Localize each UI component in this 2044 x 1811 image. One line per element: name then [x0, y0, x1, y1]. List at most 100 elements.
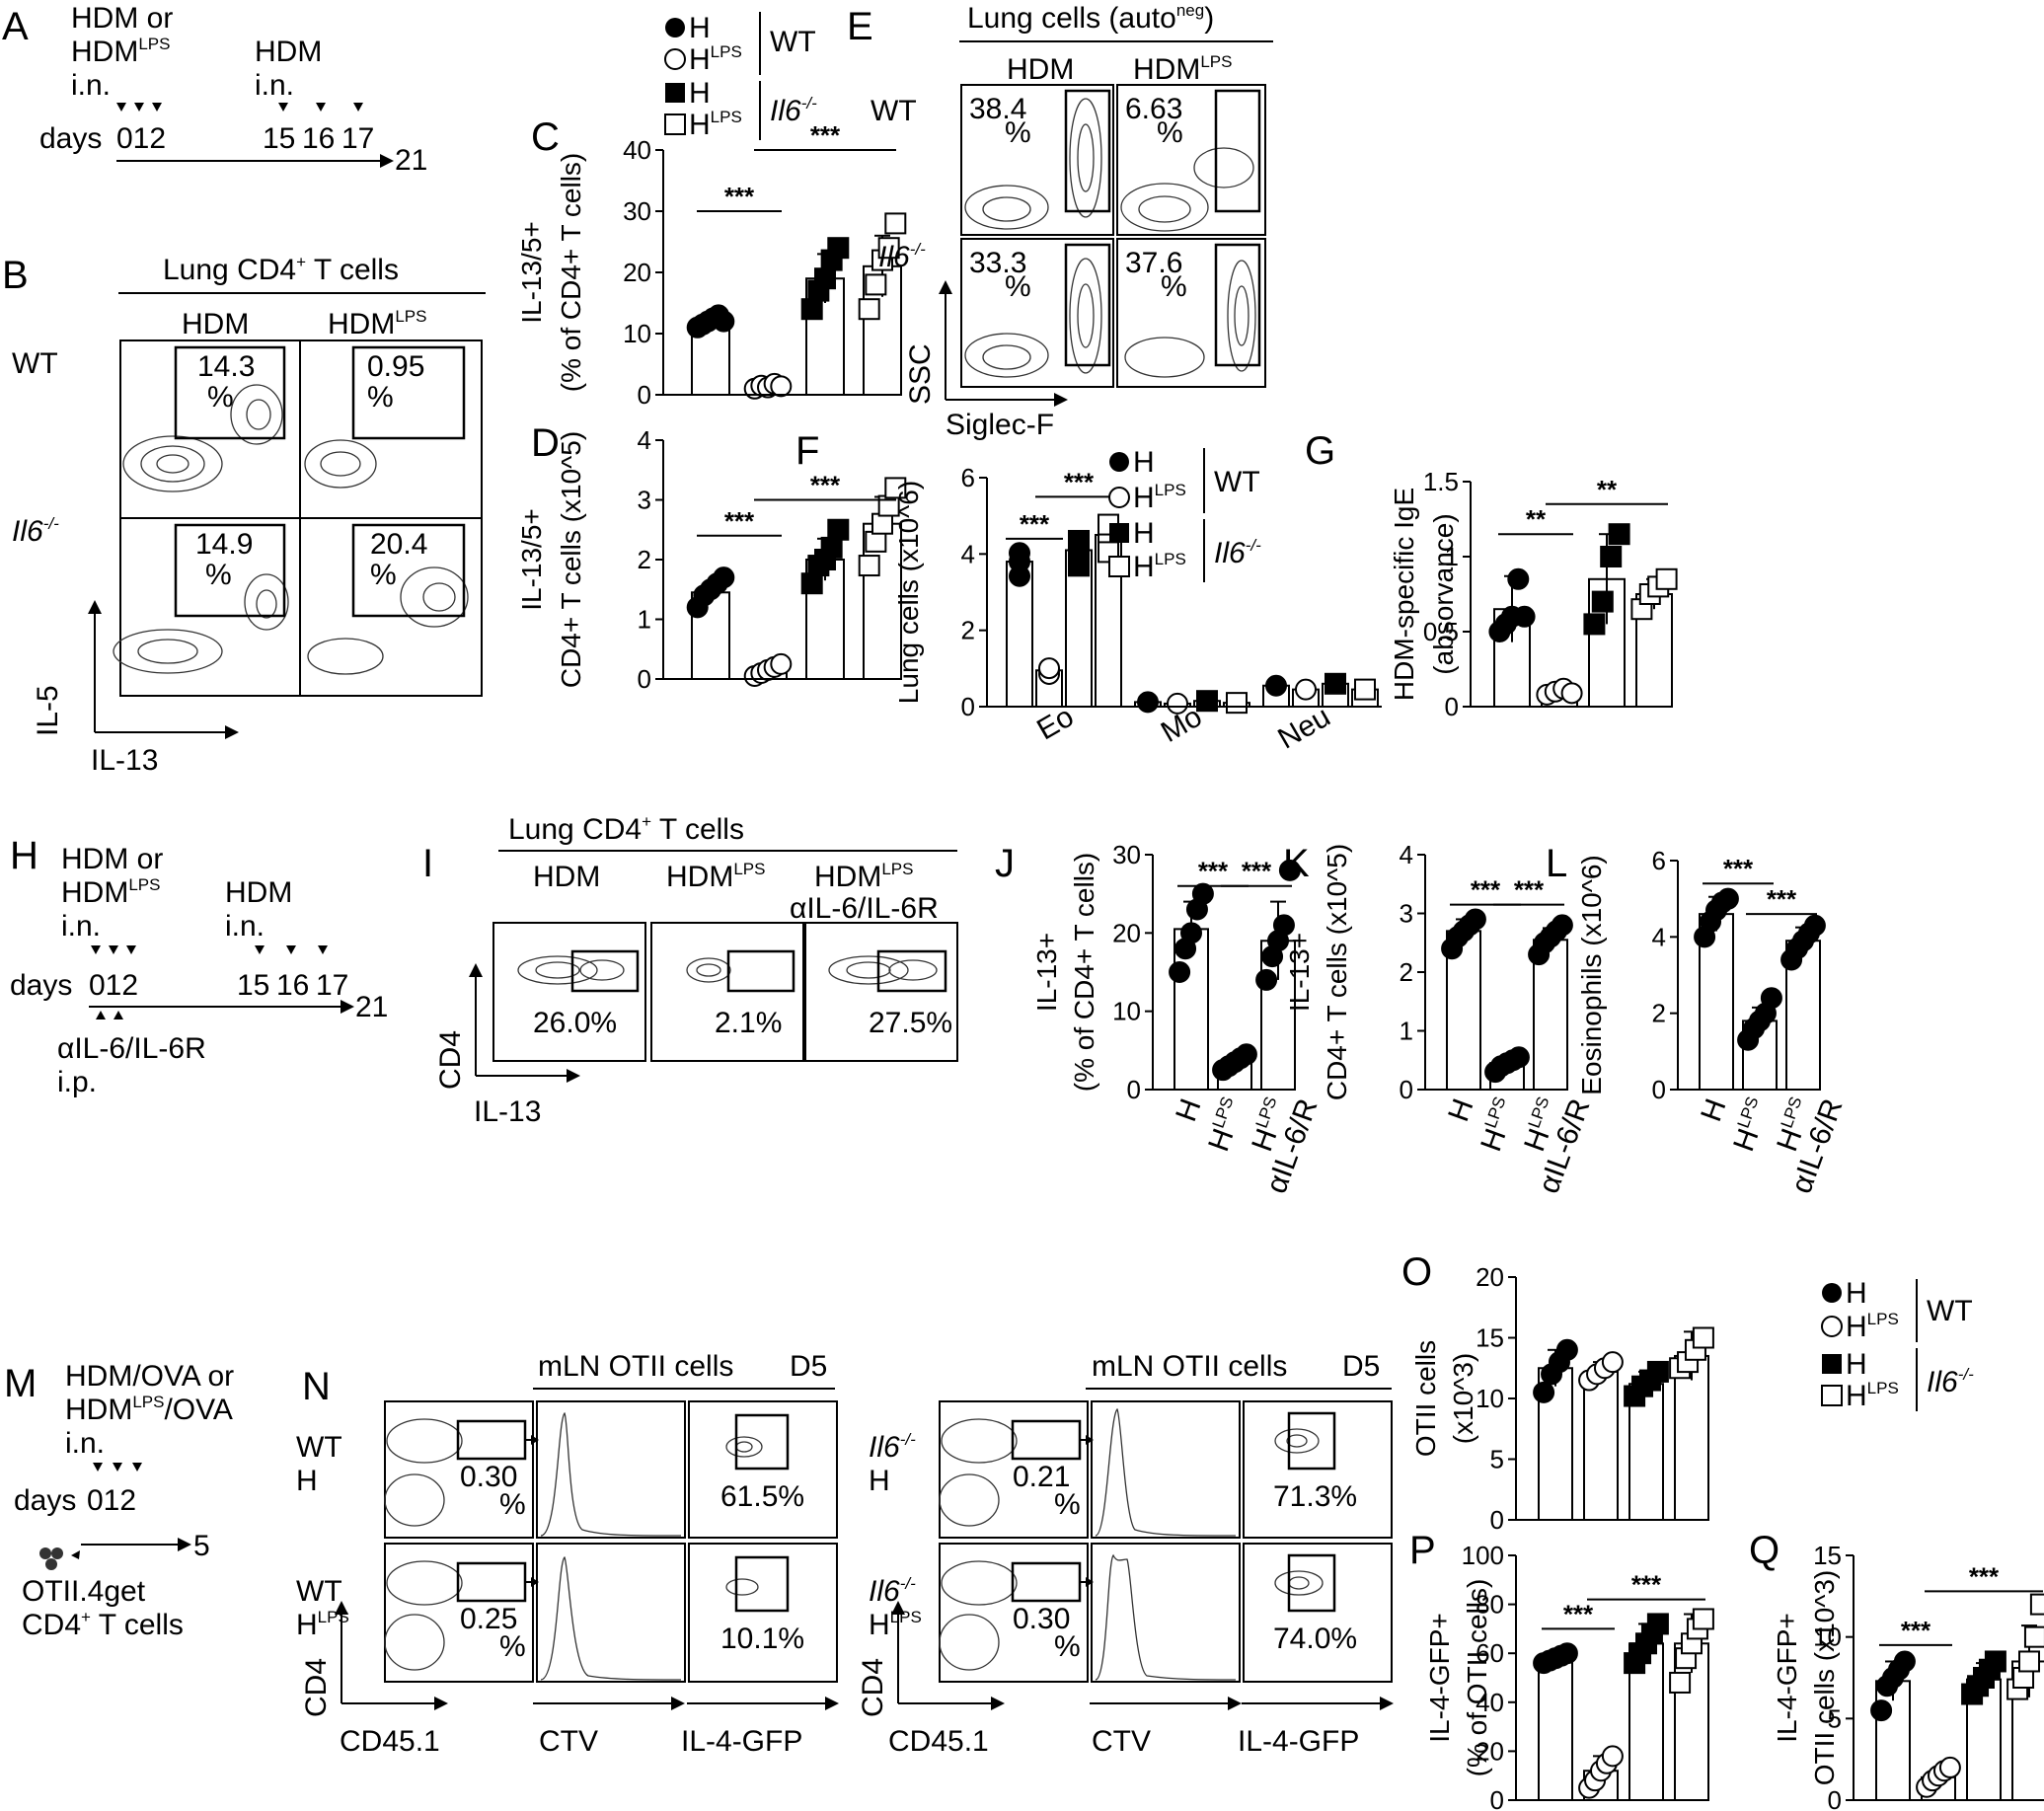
legend-f-hlps-ko: HLPS — [1133, 550, 1186, 583]
scheme-h-route1: i.n. — [61, 910, 101, 943]
flow-e-gate-pct-il6-hdmlps: % — [1161, 270, 1187, 303]
flow-n-left-xlabel-cd45: CD45.1 — [340, 1725, 440, 1758]
panel-letter-c: C — [531, 115, 560, 159]
chart-d-point — [884, 477, 907, 499]
flow-e-xarrowhead — [1054, 393, 1068, 407]
panel-letter-p: P — [1409, 1529, 1436, 1572]
chart-d-ytick-label: 1 — [638, 605, 651, 635]
legend-top-h-wt: H — [689, 12, 711, 44]
chart-p-ylabel-0: IL-4-GFP+ — [1424, 1613, 1455, 1742]
chart-p-sig-stars: *** — [1631, 1570, 1662, 1600]
legend-o-il6ko: Il6-/- — [1927, 1365, 1974, 1398]
chart-g-ytick-label: 0.5 — [1423, 617, 1459, 646]
chart-g-ylabel-0: HDM-specific IgE — [1389, 488, 1419, 701]
panel-m-scheme: M HDM/OVA or HDMLPS/OVA i.n. days 012 5 … — [4, 1360, 234, 1641]
chart-c-ytick-label: 40 — [623, 135, 651, 165]
cell-cluster-icon — [39, 1547, 63, 1570]
legend-o-hlps-wt-marker — [1821, 1316, 1843, 1337]
flow-n-left-plot-r1-cd45 — [384, 1400, 534, 1539]
scheme-m-days-012: 012 — [87, 1484, 136, 1517]
chart-l-ytick-label: 4 — [1652, 922, 1666, 951]
chart-q-sig-stars: *** — [1969, 1561, 2000, 1591]
flow-i-col-hdmlps: HDMLPS — [666, 860, 765, 893]
flow-n-left-gfp-arrowhead — [825, 1697, 839, 1710]
chart-q-point — [2023, 1625, 2044, 1648]
scheme-a-day21: 21 — [395, 144, 427, 177]
chart-f-point — [1009, 542, 1030, 565]
flow-n-left-r1-hist — [540, 1411, 682, 1537]
panel-h-scheme: H HDM or HDMLPS i.n. HDM i.n. days 012 1… — [10, 834, 388, 1098]
legend-o-h-wt: H — [1846, 1277, 1867, 1310]
chart-j-ylabel-0: IL-13+ — [1031, 933, 1062, 1012]
scheme-h-day16: 16 — [276, 969, 309, 1002]
chart-c-point — [770, 375, 793, 398]
legend-f-hlps-ko-marker — [1108, 556, 1130, 577]
flow-b-gate-wt-hdm — [174, 345, 286, 440]
chart-k-sig-stars: *** — [1514, 875, 1545, 905]
chart-o-ytick-label: 20 — [1476, 1262, 1504, 1292]
chart-q-point — [2018, 1650, 2040, 1673]
chart-c-point — [827, 237, 850, 260]
chart-d-point — [858, 555, 880, 577]
chart-c-point — [877, 237, 900, 260]
chart-f-ylabel-0: Lung cells (x10^6) — [893, 481, 924, 704]
chart-d-point — [820, 536, 843, 559]
flow-b-xarrowhead — [225, 725, 239, 739]
scheme-a-arrowhead — [380, 154, 394, 168]
panel-letter-g: G — [1305, 429, 1335, 473]
flow-n-left-plot-r2-gfp — [688, 1543, 838, 1683]
legend-o-hlps-ko: HLPS — [1846, 1379, 1899, 1412]
chart-q-ytick-label: 10 — [1813, 1622, 1842, 1652]
flow-n-left-xarrowhead — [434, 1697, 448, 1710]
flow-b-row-il6ko: Il6-/- — [12, 514, 59, 548]
scheme-h-day21: 21 — [355, 991, 388, 1023]
chart-f-ytick-label: 6 — [961, 463, 975, 492]
flow-n-left-plot-r1-gfp — [688, 1400, 838, 1539]
flow-b-contours — [113, 384, 469, 675]
chart-l-point — [1803, 914, 1826, 937]
flow-n-right-row1-treat: H — [869, 1465, 890, 1497]
chart-f-point — [1038, 657, 1060, 680]
flow-b-plot-il6-hdmlps — [299, 517, 483, 697]
chart-o-point — [1555, 1338, 1578, 1361]
panel-letter-a: A — [2, 5, 29, 48]
flow-n-left-gate-value-r2: 0.25 — [460, 1603, 517, 1635]
chart-q-point — [1893, 1650, 1916, 1673]
flow-e-plot-il6-hdmlps — [1116, 238, 1266, 388]
legend-top-hlps-wt: HLPS — [689, 42, 742, 76]
flow-e-gate-il6-hdm — [1064, 243, 1111, 367]
legend-f-hlps-wt: HLPS — [1133, 481, 1186, 514]
flow-e-contours — [964, 98, 1256, 378]
flow-b-col-hdm: HDM — [182, 308, 249, 340]
flow-e-gate-wt-hdm — [1064, 89, 1111, 213]
chart-j-ytick-label: 30 — [1112, 840, 1141, 869]
chart-l-ylabel-0: Eosinophils (x10^6) — [1576, 855, 1607, 1094]
flow-b-title: Lung CD4+ T cells — [163, 253, 399, 286]
flow-n-right-gate-link-r2-head — [1086, 1577, 1094, 1587]
chart-c-ytick-label: 10 — [623, 319, 651, 348]
chart-g-sig-stars: ** — [1597, 475, 1618, 504]
legend-top-hlps-wt-marker — [664, 48, 686, 70]
chart-q-sig-stars: *** — [1901, 1616, 1931, 1645]
flow-n-right-gate-pct-r1: % — [1054, 1488, 1081, 1521]
flow-b-gate-pct-wt-hdmlps: % — [367, 381, 394, 414]
flow-e-row-wt: WT — [871, 95, 917, 127]
flow-n-right-gfp-value-r1: 71.3% — [1273, 1480, 1357, 1513]
chart-q-point — [2029, 1593, 2044, 1616]
chart-d-point — [800, 572, 823, 595]
panel-letter-k: K — [1283, 842, 1310, 885]
legend-top-wt: WT — [770, 26, 816, 58]
chart-f-ytick-label: 2 — [961, 616, 975, 645]
scheme-h-boost: HDM — [225, 876, 292, 909]
chart-o-ytick-label: 0 — [1490, 1505, 1504, 1535]
flow-e-plot-wt-hdmlps — [1116, 84, 1266, 236]
chart-g-point — [1560, 682, 1583, 705]
flow-n-left-gate-pct-r1: % — [499, 1488, 526, 1521]
chart-k-ytick-label: 4 — [1400, 840, 1413, 869]
chart-j-ytick-label: 0 — [1127, 1075, 1141, 1104]
chart-f-point — [1137, 691, 1159, 714]
